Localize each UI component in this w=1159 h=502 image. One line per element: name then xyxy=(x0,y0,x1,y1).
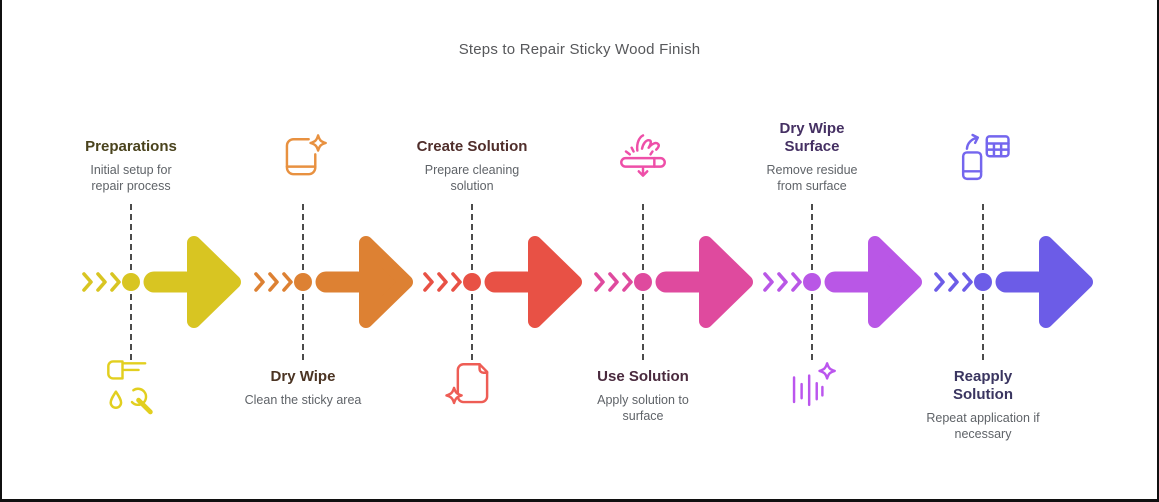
apply-swipe-icon xyxy=(609,126,677,194)
step-description: Initial setup for repair process xyxy=(90,163,172,193)
step-text: Dry Wipe Clean the sticky area xyxy=(217,368,389,409)
shine-bars-icon xyxy=(778,352,846,420)
step-dot xyxy=(634,273,652,291)
step-title: Use Solution xyxy=(597,368,689,385)
step-title: Preparations xyxy=(85,138,177,155)
arrow-icon xyxy=(82,236,241,328)
chevron-icon xyxy=(622,272,633,292)
step-1: Preparations Initial setup for repair pr… xyxy=(74,0,245,499)
step-title: Create Solution xyxy=(416,138,528,155)
chevron-icon xyxy=(608,272,619,292)
chevron-icon xyxy=(594,272,605,292)
arrow-icon xyxy=(934,236,1093,328)
step-title: Reapply Solution xyxy=(953,368,1013,403)
arrow-icon xyxy=(254,236,413,328)
arrow-icon xyxy=(423,236,582,328)
chevron-icon xyxy=(96,272,107,292)
chevron-icon xyxy=(763,272,774,292)
step-title: Dry Wipe Surface xyxy=(779,120,845,155)
chevron-icon xyxy=(254,272,265,292)
wipe-sparkle-icon xyxy=(269,126,337,194)
step-dot xyxy=(803,273,821,291)
sync-grid-icon xyxy=(949,126,1017,194)
step-description: Apply solution to surface xyxy=(597,393,689,423)
step-4: Use Solution Apply solution to surface xyxy=(586,0,757,499)
chevron-icon xyxy=(82,272,93,292)
arrow-icon xyxy=(594,236,753,328)
step-text: Preparations Initial setup for repair pr… xyxy=(45,106,217,194)
arrow-head xyxy=(1039,236,1093,328)
step-description: Remove residue from surface xyxy=(766,163,858,193)
chevron-icon xyxy=(934,272,945,292)
chevron-icon xyxy=(962,272,973,292)
step-description: Prepare cleaning solution xyxy=(424,163,520,193)
chevron-icon xyxy=(268,272,279,292)
chevron-icon xyxy=(437,272,448,292)
step-text: Create Solution Prepare cleaning solutio… xyxy=(386,106,558,194)
step-text: Dry Wipe Surface Remove residue from sur… xyxy=(726,106,898,194)
arrow-head xyxy=(528,236,582,328)
arrow-head xyxy=(359,236,413,328)
step-2: Dry Wipe Clean the sticky area xyxy=(245,0,417,499)
chevron-icon xyxy=(451,272,462,292)
step-dot xyxy=(974,273,992,291)
pipe-wrench-icon xyxy=(97,352,165,420)
chevron-icon xyxy=(948,272,959,292)
arrow-head xyxy=(699,236,753,328)
step-text: Reapply Solution Repeat application if n… xyxy=(897,368,1069,442)
step-dot xyxy=(463,273,481,291)
step-dot xyxy=(294,273,312,291)
step-6: Reapply Solution Repeat application if n… xyxy=(926,0,1097,499)
chevron-icon xyxy=(791,272,802,292)
step-5: Dry Wipe Surface Remove residue from sur… xyxy=(755,0,926,499)
step-title: Dry Wipe xyxy=(270,368,336,385)
arrow-icon xyxy=(763,236,922,328)
chevron-icon xyxy=(282,272,293,292)
arrow-head xyxy=(187,236,241,328)
chevron-icon xyxy=(110,272,121,292)
step-description: Repeat application if necessary xyxy=(926,411,1040,441)
arrow-head xyxy=(868,236,922,328)
step-dot xyxy=(122,273,140,291)
step-description: Clean the sticky area xyxy=(244,393,362,407)
page-title: Steps to Repair Sticky Wood Finish xyxy=(458,41,701,58)
step-3: Create Solution Prepare cleaning solutio… xyxy=(415,0,586,499)
step-text: Use Solution Apply solution to surface xyxy=(557,368,729,424)
document-sparkle-icon xyxy=(438,352,506,420)
chevron-icon xyxy=(423,272,434,292)
chevron-icon xyxy=(777,272,788,292)
